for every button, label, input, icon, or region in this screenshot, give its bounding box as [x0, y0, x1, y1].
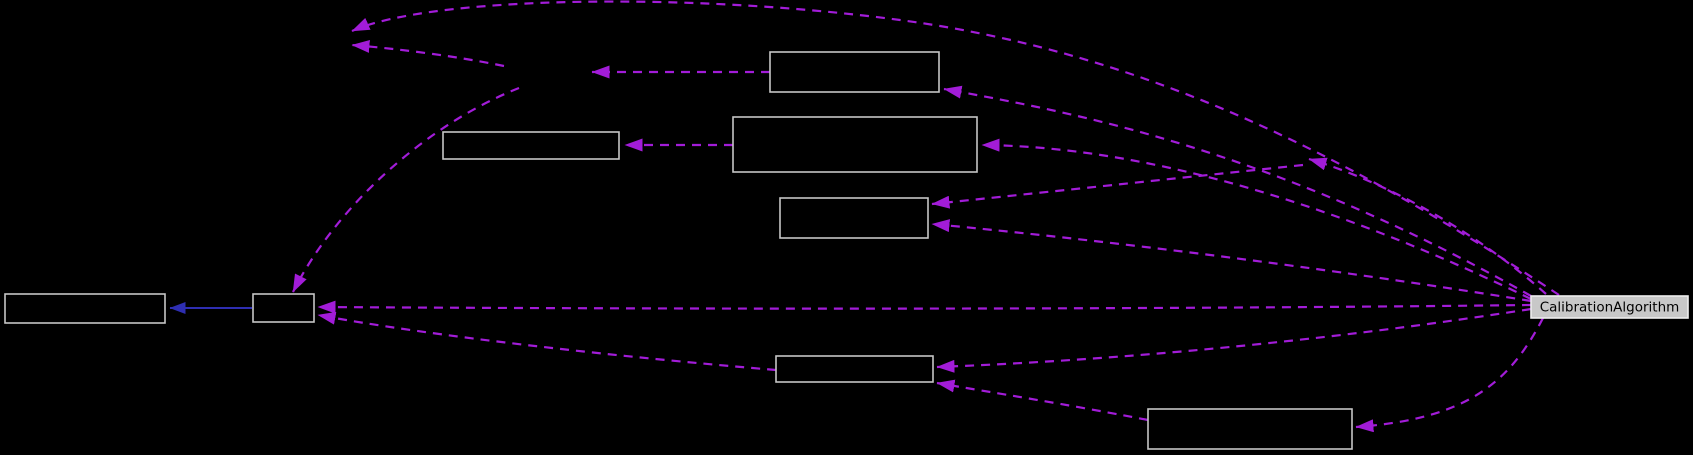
edge-calibration-algorithm-to-hidden-right — [1308, 157, 1547, 295]
edge-box-bottom-right-to-box-lower-center — [936, 379, 1149, 422]
edge-calibration-algorithm-to-box-top — [943, 85, 1532, 297]
node-calibration-algorithm: CalibrationAlgorithm — [1530, 295, 1689, 319]
nodes-layer: CalibrationAlgorithm — [4, 51, 1689, 450]
node-box-box-center[interactable] — [779, 197, 929, 239]
edge-calibration-algorithm-to-box-bottom-right — [1355, 317, 1544, 433]
node-box-calibration-algorithm — [1530, 295, 1689, 319]
edge-hidden-center-left-to-box-small — [292, 86, 520, 293]
node-box-top[interactable] — [769, 51, 940, 93]
node-box-bottom-right[interactable] — [1147, 408, 1353, 450]
node-box-center[interactable] — [779, 197, 929, 239]
node-box-center-large[interactable] — [732, 116, 978, 173]
edges-layer — [169, 0, 1560, 433]
edge-calibration-algorithm-to-box-center-large — [981, 138, 1532, 300]
node-box-box-lower-center[interactable] — [775, 355, 934, 383]
edge-calibration-algorithm-to-hidden-top-left — [351, 0, 1560, 296]
edge-calibration-algorithm-to-box-lower-center — [936, 307, 1532, 373]
node-box-small[interactable] — [252, 293, 315, 323]
node-box-far-left[interactable] — [4, 293, 166, 324]
node-box-box-left-mid[interactable] — [442, 131, 620, 160]
node-box-box-small[interactable] — [252, 293, 315, 323]
node-box-box-center-large[interactable] — [732, 116, 978, 173]
node-box-box-far-left[interactable] — [4, 293, 166, 324]
node-box-left-mid[interactable] — [442, 131, 620, 160]
edge-hidden-center-left-to-hidden-top-left — [351, 39, 505, 68]
edge-calibration-algorithm-to-box-small — [317, 300, 1532, 314]
node-box-box-bottom-right[interactable] — [1147, 408, 1353, 450]
node-box-box-top[interactable] — [769, 51, 940, 93]
node-box-lower-center[interactable] — [775, 355, 934, 383]
edge-box-lower-center-to-box-small — [317, 311, 777, 372]
edge-hidden-right-to-box-center — [931, 163, 1304, 209]
edge-calibration-algorithm-to-box-center — [931, 219, 1532, 303]
node-label-calibration-algorithm: CalibrationAlgorithm — [1540, 300, 1680, 316]
